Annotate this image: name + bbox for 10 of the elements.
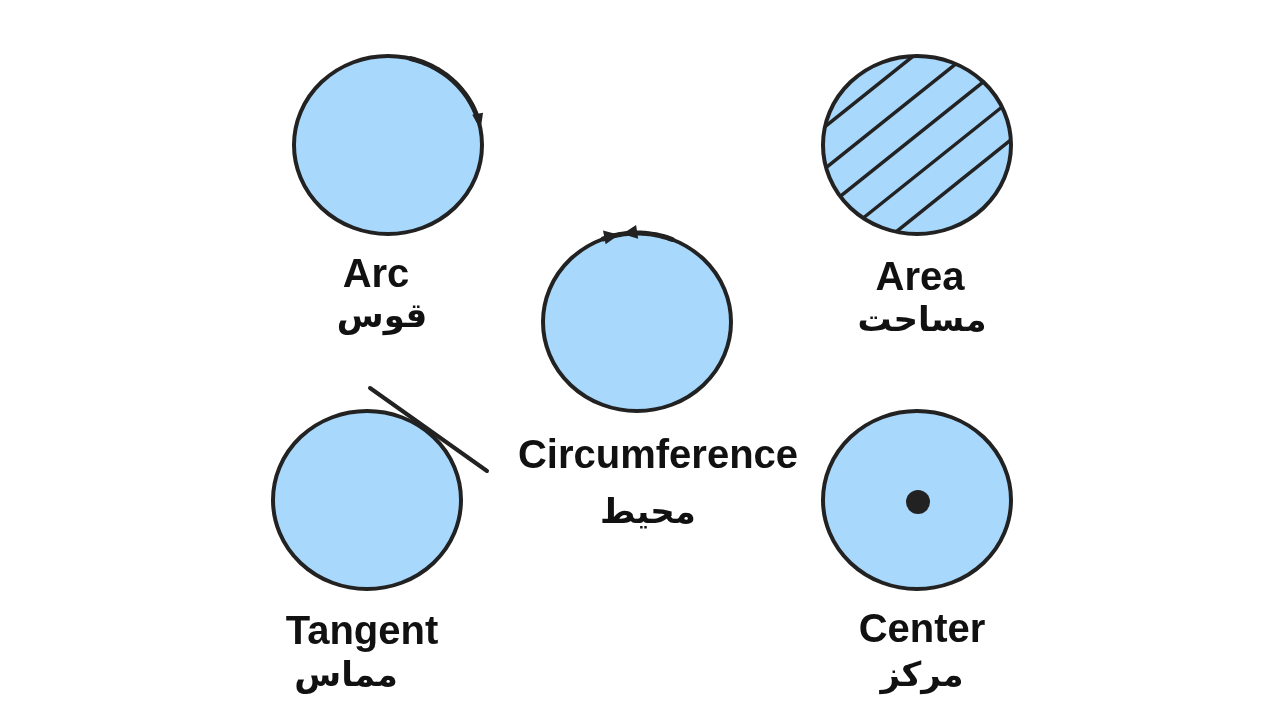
translation-label: مساحت xyxy=(857,300,987,340)
term-label: Center xyxy=(858,605,986,651)
term-label: Circumference xyxy=(517,431,799,477)
term-label: Tangent xyxy=(285,607,439,653)
translation-label: مماس xyxy=(294,655,398,695)
term-label: Area xyxy=(875,253,965,299)
term-label: Arc xyxy=(342,250,410,296)
translation-label: مرکز xyxy=(880,655,964,695)
translation-label: محیط xyxy=(600,492,696,532)
translation-label: قوس xyxy=(336,296,428,336)
